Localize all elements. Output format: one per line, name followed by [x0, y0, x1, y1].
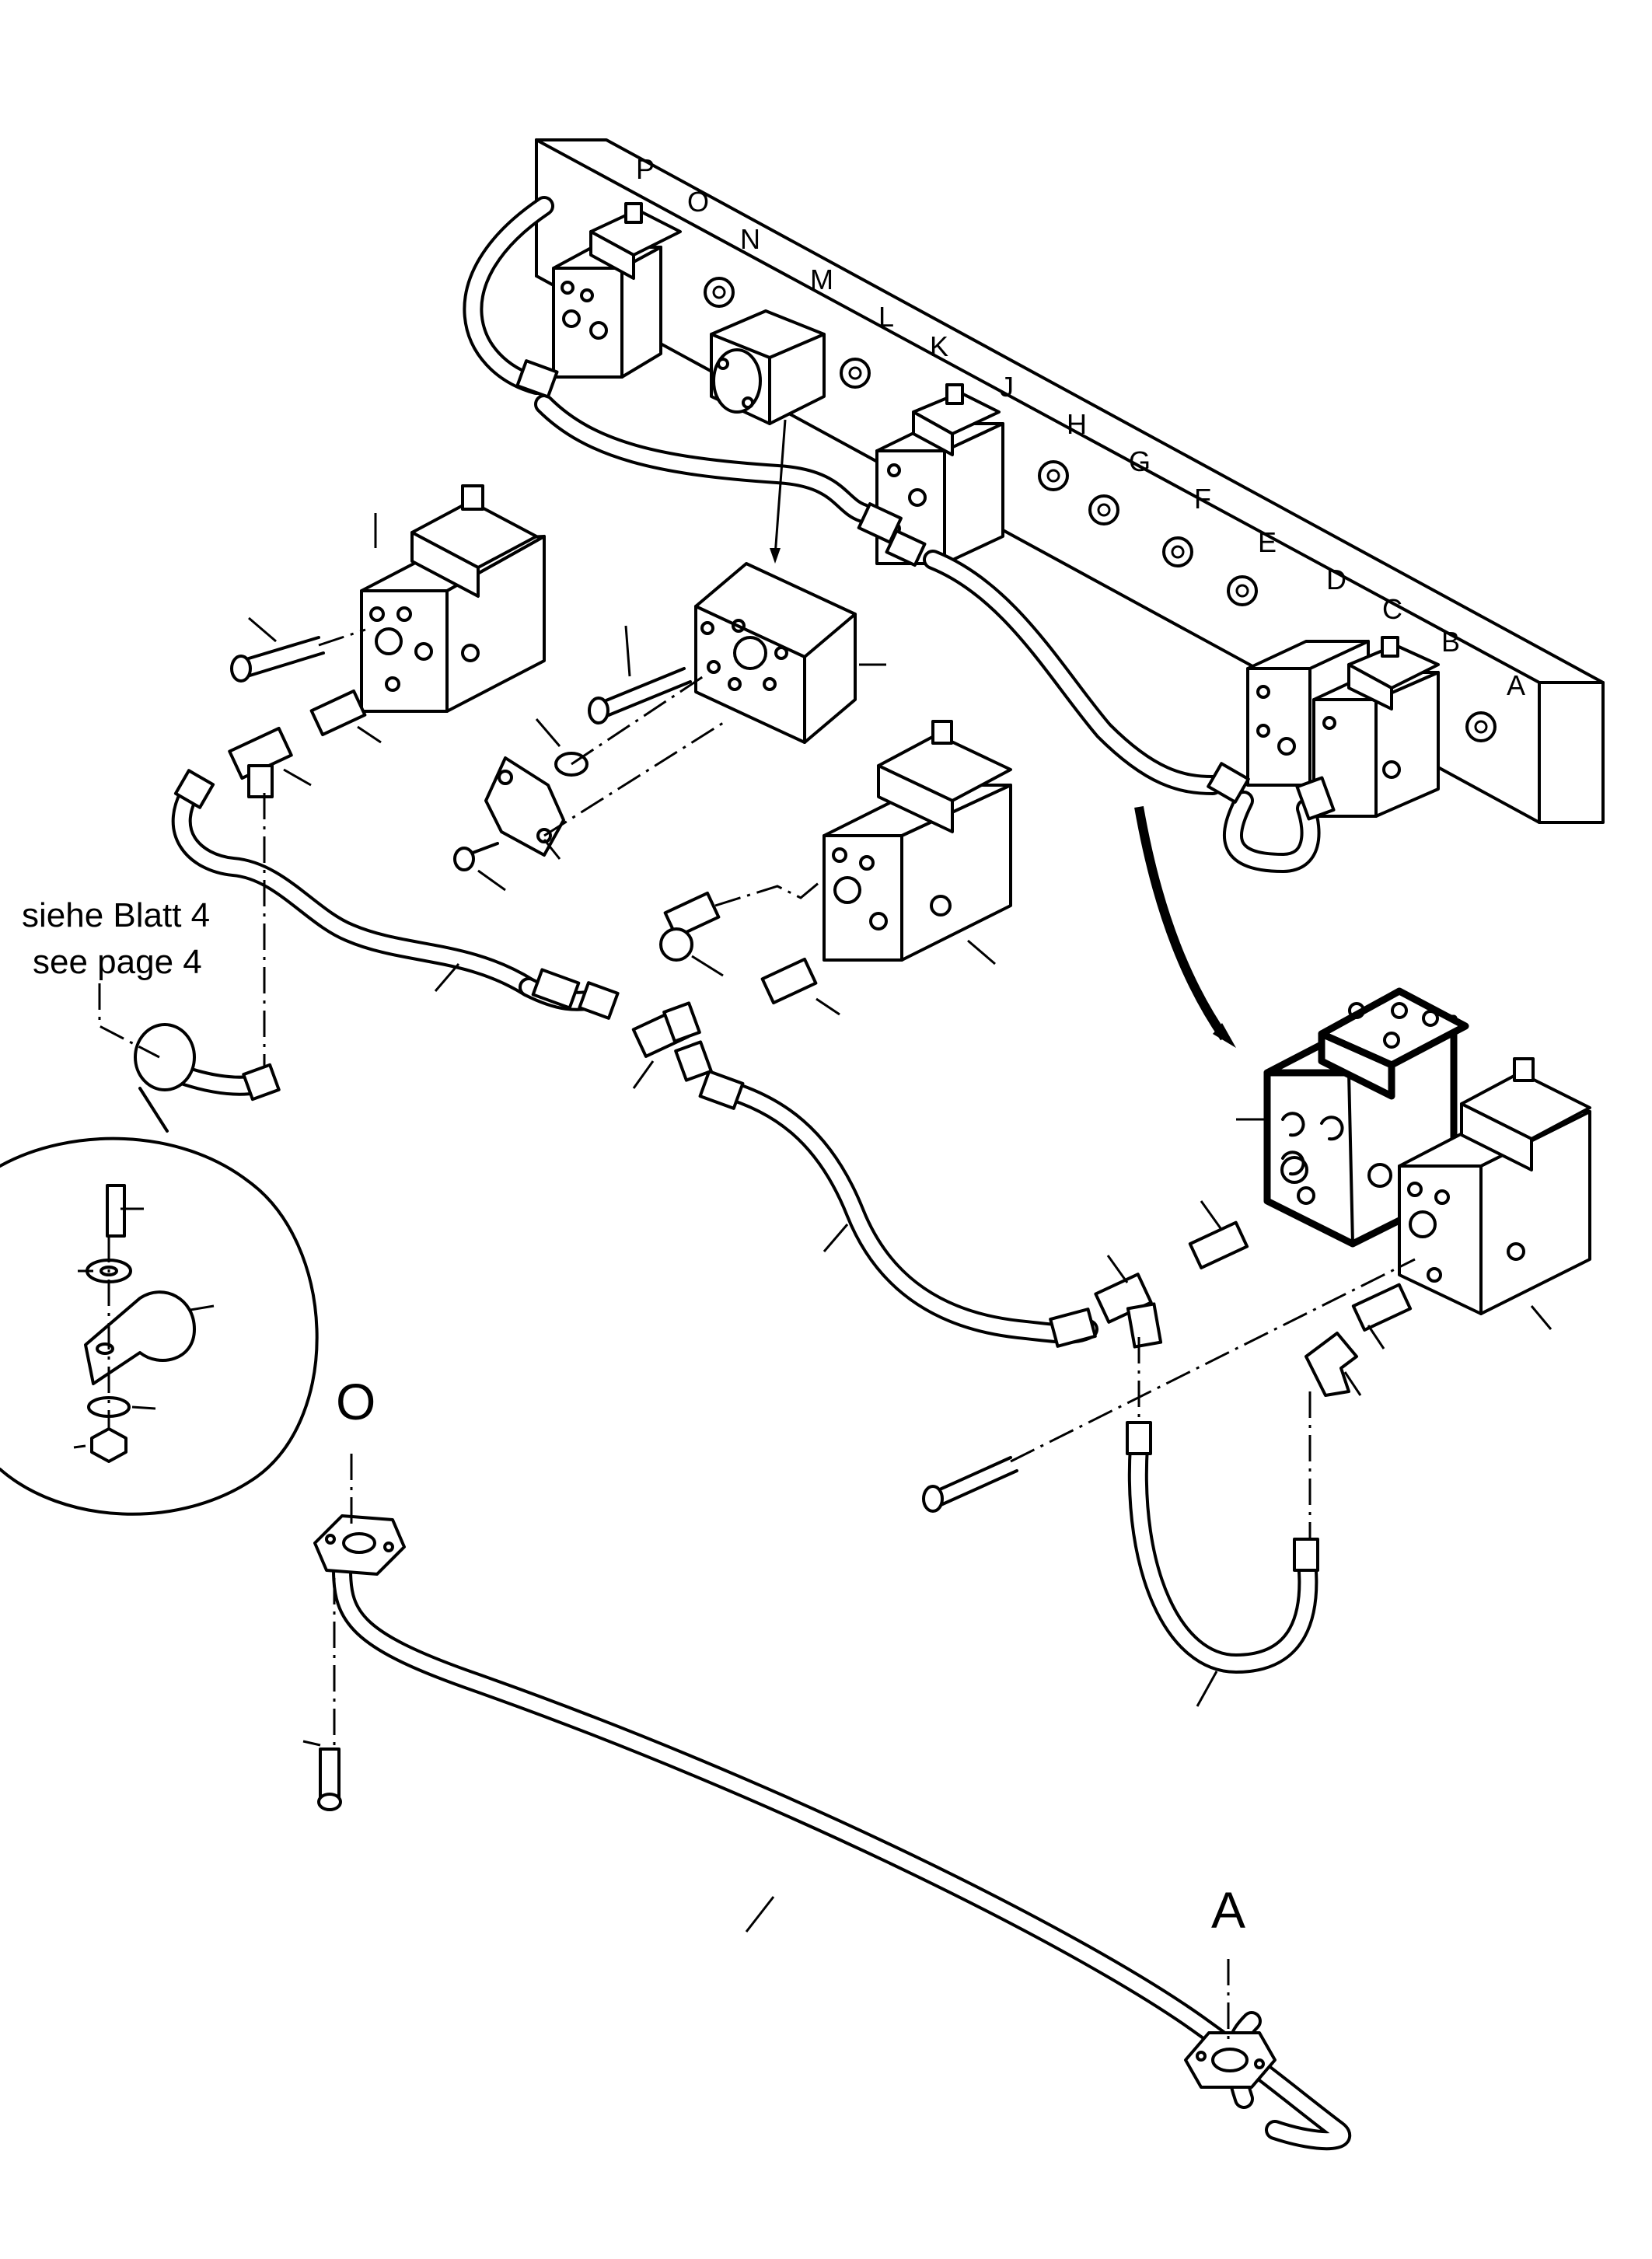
manifold-hoses [463, 196, 1336, 874]
valve-center-detached [694, 562, 857, 744]
clamp-detail [84, 1184, 196, 1463]
port-label-j: J [1000, 371, 1014, 403]
port-label-d: D [1326, 564, 1346, 595]
port-label-o: O [687, 186, 709, 218]
magnify-circle-icon [0, 1087, 319, 1516]
port-label-f: F [1194, 483, 1211, 515]
valve-c-mounted [1312, 636, 1440, 818]
fittings-right [1094, 1220, 1413, 1397]
adapter-right-middle [760, 957, 818, 1005]
pointer-arrow [770, 419, 787, 564]
pipe-end-label-o: O [336, 1373, 375, 1430]
curved-arrow-icon [1134, 805, 1236, 1048]
port-label-g: G [1129, 445, 1151, 477]
long-hose [171, 769, 1098, 1348]
pipe-end-label-a: A [1211, 1881, 1245, 1939]
bolt-left-top [230, 628, 366, 683]
flange-o [313, 1514, 406, 1576]
port-label-c: C [1382, 593, 1402, 625]
bolt-center [588, 667, 692, 724]
flange-a [1184, 2031, 1277, 2089]
valve-right-middle [823, 720, 1012, 962]
test-coupling [659, 877, 825, 962]
manifold-ports [704, 277, 1497, 742]
port-letters: P O N M L K J H G F E D C B A [636, 153, 1525, 701]
reference-note-english: see page 4 [33, 943, 202, 981]
cover-plate [484, 675, 724, 857]
port-label-b: B [1441, 626, 1460, 658]
valve-p-mounted [552, 202, 682, 379]
valve-left-top [360, 484, 546, 713]
valve-manifold-bar [535, 138, 1605, 824]
tee-fittings [228, 689, 713, 1082]
short-hose-left [134, 1023, 281, 1102]
port-label-l: L [878, 301, 894, 333]
port-label-n: N [740, 223, 760, 255]
bolt-lower-right [922, 1258, 1416, 1513]
valve-k-mounted [875, 383, 1004, 565]
port-label-m: M [810, 264, 833, 295]
valve-right-lower [1398, 1057, 1591, 1315]
loop-hose-right [1126, 1337, 1319, 1674]
valve-m-mounted [710, 309, 826, 425]
port-label-k: K [930, 330, 948, 362]
part-leader-lines [73, 513, 1552, 1933]
port-label-h: H [1067, 408, 1087, 440]
port-label-p: P [636, 153, 655, 185]
port-label-a: A [1507, 669, 1525, 701]
bolt-cover [453, 842, 499, 871]
bolt-pipe [317, 1747, 342, 1811]
port-label-e: E [1258, 526, 1277, 558]
reference-leader [98, 983, 160, 1059]
reference-note-german: siehe Blatt 4 [22, 896, 210, 934]
